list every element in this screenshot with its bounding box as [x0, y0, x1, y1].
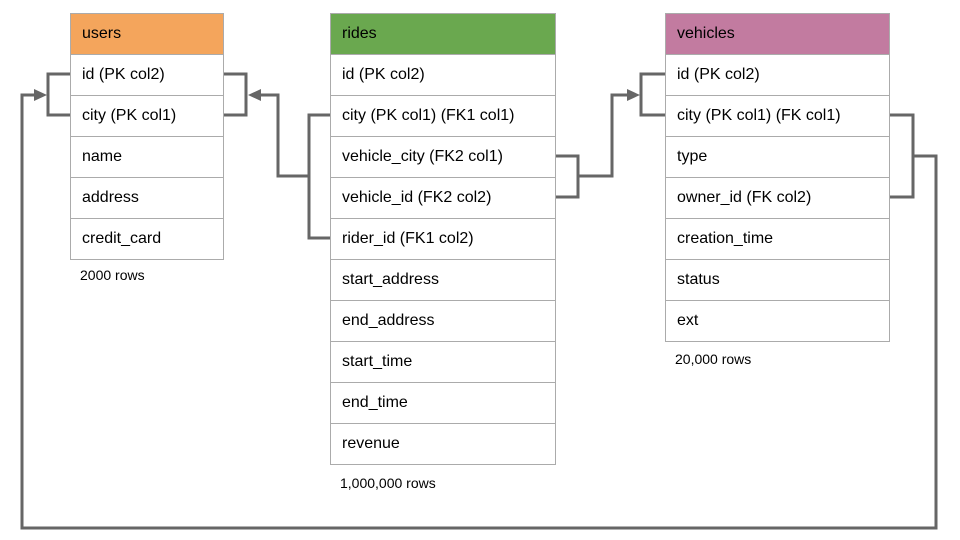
table-users-field-row: credit_card — [71, 218, 223, 259]
vehicles-left-bracket-line — [639, 72, 665, 117]
table-users-field-row: address — [71, 177, 223, 218]
table-rides-field-row: end_time — [331, 382, 555, 423]
table-rides-header: rides — [331, 14, 555, 54]
table-vehicles-field-row: ext — [666, 300, 889, 341]
table-vehicles-rows: id (PK col2)city (PK col1) (FK col1)type… — [666, 54, 889, 341]
table-rides-field-row: end_address — [331, 300, 555, 341]
table-rides-field-row: city (PK col1) (FK1 col1) — [331, 95, 555, 136]
fk2-rides-to-vehicles-connector — [554, 72, 665, 199]
table-vehicles-field-row: city (PK col1) (FK col1) — [666, 95, 889, 136]
table-vehicles-header: vehicles — [666, 14, 889, 54]
fk1-connector-line — [260, 93, 309, 178]
table-users-field-row: id (PK col2) — [71, 54, 223, 95]
table-vehicles-field-row: id (PK col2) — [666, 54, 889, 95]
fk1-rides-to-users-connector — [222, 72, 330, 240]
table-users-header: users — [71, 14, 223, 54]
rides-right-bracket-line — [554, 154, 580, 199]
rides-left-bracket-line — [307, 113, 330, 240]
table-vehicles-field-row: owner_id (FK col2) — [666, 177, 889, 218]
table-users-field-row: city (PK col1) — [71, 95, 223, 136]
table-users-field-row: name — [71, 136, 223, 177]
arrowhead-into-users-left — [34, 89, 47, 101]
table-vehicles-field-row: status — [666, 259, 889, 300]
table-rides-field-row: start_time — [331, 341, 555, 382]
fk2-connector-line — [578, 93, 628, 178]
table-vehicles-field-row: creation_time — [666, 218, 889, 259]
table-vehicles-rowcount: 20,000 rows — [675, 351, 752, 367]
arrowhead-into-vehicles-left — [627, 89, 640, 101]
table-rides-rows: id (PK col2)city (PK col1) (FK1 col1)veh… — [331, 54, 555, 464]
table-rides-field-row: id (PK col2) — [331, 54, 555, 95]
table-rides-field-row: vehicle_id (FK2 col2) — [331, 177, 555, 218]
table-rides-field-row: vehicle_city (FK2 col1) — [331, 136, 555, 177]
table-vehicles-field-row: type — [666, 136, 889, 177]
arrowhead-into-users-right — [248, 89, 261, 101]
users-right-bracket-line — [222, 72, 248, 117]
table-rides-rowcount: 1,000,000 rows — [340, 475, 436, 491]
table-rides: rides id (PK col2)city (PK col1) (FK1 co… — [330, 13, 556, 465]
table-rides-field-row: start_address — [331, 259, 555, 300]
table-rides-field-row: rider_id (FK1 col2) — [331, 218, 555, 259]
table-users-rowcount: 2000 rows — [80, 267, 145, 283]
users-left-bracket-line — [46, 72, 70, 117]
table-vehicles: vehicles id (PK col2)city (PK col1) (FK … — [665, 13, 890, 342]
table-rides-field-row: revenue — [331, 423, 555, 464]
vehicles-right-bracket-line — [888, 113, 915, 199]
